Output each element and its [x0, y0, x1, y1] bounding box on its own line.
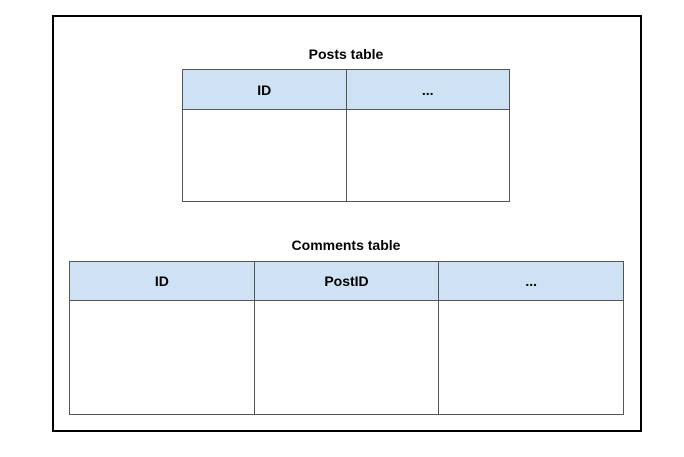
posts-column-more: ... [345, 69, 510, 110]
comments-cell-id [69, 300, 255, 415]
posts-column-id: ID [182, 69, 347, 110]
posts-cell-more [345, 109, 510, 202]
comments-cell-postid [253, 300, 440, 415]
comments-body-row [69, 300, 624, 415]
posts-cell-id [182, 109, 347, 202]
posts-body-row [182, 109, 510, 202]
posts-table: ID ... [182, 69, 510, 202]
comments-table-title: Comments table [291, 237, 401, 253]
comments-table: ID PostID ... [69, 261, 624, 415]
comments-cell-more [438, 300, 624, 415]
comments-column-postid: PostID [253, 261, 440, 301]
posts-header-row: ID ... [182, 69, 510, 110]
posts-table-title: Posts table [308, 46, 384, 62]
comments-column-id: ID [69, 261, 255, 301]
comments-column-more: ... [438, 261, 624, 301]
comments-header-row: ID PostID ... [69, 261, 624, 301]
